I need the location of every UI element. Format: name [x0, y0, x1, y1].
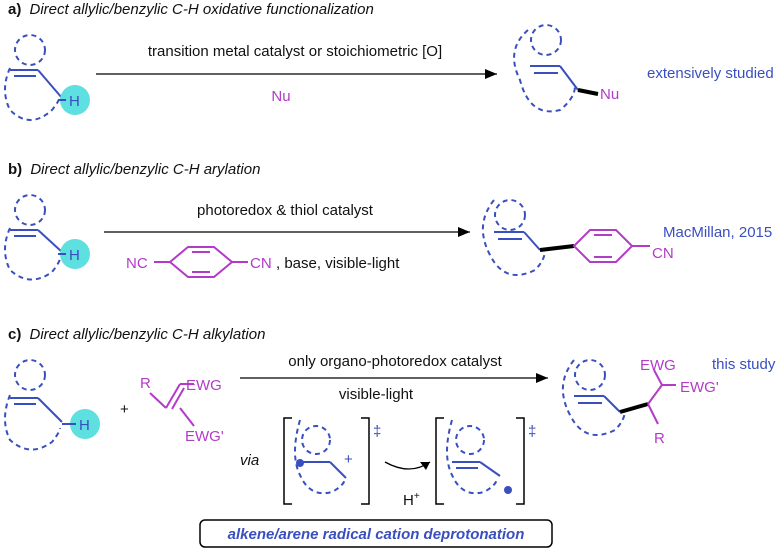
product-r: R [654, 430, 665, 447]
section-b-product: CN [482, 199, 674, 276]
h-plus-sup: + [414, 491, 420, 502]
section-c-heading: c) Direct allylic/benzylic C-H alkylatio… [8, 326, 265, 343]
dagger-1: ‡ [373, 423, 381, 440]
radical-cation-intermediate: + ‡ [283, 417, 381, 505]
acceptor-ewg: EWG [186, 377, 222, 394]
via-label: via [240, 452, 259, 469]
section-c-note: this study [712, 356, 776, 373]
dicyanobenzene-reagent: NC CN [126, 246, 272, 278]
dagger-2: ‡ [528, 423, 536, 440]
section-b-label: b) [8, 161, 22, 178]
acceptor-r: R [140, 375, 151, 392]
highlighted-hydrogen-b [60, 239, 90, 269]
product-ewg2: EWG' [680, 379, 719, 396]
product-ewg: EWG [640, 357, 676, 374]
section-a-heading: a) Direct allylic/benzylic C-H oxidative… [8, 1, 374, 18]
section-a-product: Nu [513, 24, 619, 113]
section-b-note: MacMillan, 2015 [663, 224, 772, 241]
reagent-cn: CN [250, 255, 272, 272]
michael-acceptor: R EWG EWG' [140, 375, 224, 445]
banner-box [199, 519, 553, 548]
highlighted-hydrogen [60, 85, 90, 115]
section-a-h: H [69, 93, 80, 110]
section-c-product: EWG EWG' R [562, 357, 719, 447]
deprotonation-arrow: H+ [384, 461, 431, 509]
section-b-reagent-tail: , base, visible-light [276, 255, 400, 272]
acceptor-ewg2: EWG' [185, 428, 224, 445]
section-a-product-nu: Nu [600, 86, 619, 103]
reagent-nc: NC [126, 255, 148, 272]
section-c-plus: + [120, 401, 129, 418]
allyl-radical-intermediate: ‡ [435, 417, 536, 505]
banner-text: alkene/arene radical cation deprotonatio… [228, 526, 525, 543]
section-a-reagent-bottom: Nu [271, 88, 290, 105]
section-c-reagent-top: only organo-photoredox catalyst [288, 353, 502, 370]
section-b-substrate: H [4, 194, 90, 281]
section-a-reagent-top: transition metal catalyst or stoichiomet… [148, 43, 442, 60]
section-c-title: Direct allylic/benzylic C-H alkylation [30, 326, 266, 343]
section-a-note: extensively studied [647, 65, 774, 82]
section-a-label: a) [8, 1, 21, 18]
section-b-title: Direct allylic/benzylic C-H arylation [30, 161, 260, 178]
section-b-h: H [69, 247, 80, 264]
section-c-reagent-bottom: visible-light [339, 386, 414, 403]
section-b-heading: b) Direct allylic/benzylic C-H arylation [8, 161, 260, 178]
cation-plus: + [344, 451, 353, 468]
h-plus: H+ [403, 491, 420, 509]
section-c-h: H [79, 417, 90, 434]
section-c-label: c) [8, 326, 21, 343]
highlighted-hydrogen-c [70, 409, 100, 439]
section-a-substrate: H [4, 34, 90, 121]
section-a-title: Direct allylic/benzylic C-H oxidative fu… [30, 1, 374, 18]
h-plus-h: H [403, 492, 414, 509]
section-c-substrate: H [4, 359, 100, 451]
section-b-reagent-top: photoredox & thiol catalyst [197, 202, 374, 219]
product-cn: CN [652, 245, 674, 262]
